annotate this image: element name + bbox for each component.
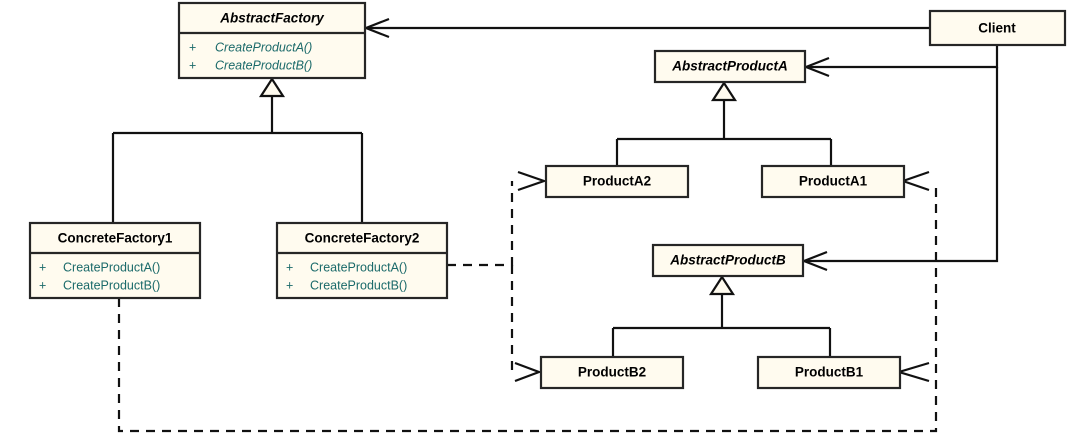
class-box-concrete-factory-2[interactable] bbox=[275, 221, 449, 300]
class-title-product-b2: ProductB2 bbox=[578, 365, 646, 380]
generalization-concrete-factories bbox=[111, 76, 364, 223]
class-title-abstract-product-a: AbstractProductA bbox=[671, 59, 788, 74]
class-box-product-b2[interactable] bbox=[539, 355, 685, 390]
generalization-product-b bbox=[611, 274, 832, 357]
class-box-concrete-factory-1[interactable] bbox=[28, 221, 202, 300]
class-title-product-a1: ProductA1 bbox=[799, 174, 868, 189]
dep-arrowhead-product-a1 bbox=[899, 170, 930, 192]
class-product-a1[interactable]: ProductA1 bbox=[760, 164, 906, 199]
dep-line-concrete-factory-2-product-a2 bbox=[447, 181, 514, 267]
operation-concrete-factory-2-create-product-a: CreateProductA() bbox=[310, 260, 407, 274]
assoc-line-client-abstract-product-a bbox=[808, 45, 999, 69]
class-title-concrete-factory-2: ConcreteFactory2 bbox=[305, 231, 420, 246]
visibility-concrete-factory-1-op-0: + bbox=[39, 260, 46, 274]
generalization-triangle-abstract-factory bbox=[258, 76, 286, 98]
association-client-abstract-product-a bbox=[802, 45, 999, 78]
generalization-product-a bbox=[615, 80, 833, 166]
operation-concrete-factory-2-create-product-b: CreateProductB() bbox=[310, 278, 407, 292]
class-abstract-factory[interactable]: AbstractFactory + CreateProductA() + Cre… bbox=[177, 1, 367, 80]
class-box-product-a2[interactable] bbox=[544, 164, 690, 199]
visibility-concrete-factory-2-op-1: + bbox=[286, 278, 293, 292]
visibility-abstract-factory-op-0: + bbox=[189, 40, 196, 54]
operation-concrete-factory-1-create-product-a: CreateProductA() bbox=[63, 260, 160, 274]
visibility-concrete-factory-1-op-1: + bbox=[39, 278, 46, 292]
class-box-product-a1[interactable] bbox=[760, 164, 906, 199]
visibility-abstract-factory-op-1: + bbox=[189, 58, 196, 72]
edge-layer bbox=[111, 17, 999, 433]
dep-arrowhead-product-a2 bbox=[517, 170, 548, 192]
dependency-concrete-factory-2-products bbox=[447, 170, 548, 383]
class-title-client: Client bbox=[978, 21, 1016, 36]
class-concrete-factory-2[interactable]: ConcreteFactory2 + CreateProductA() + Cr… bbox=[275, 221, 449, 300]
dep-line-concrete-factory-1-products bbox=[117, 181, 938, 433]
class-box-abstract-factory[interactable] bbox=[177, 1, 367, 80]
class-title-product-a2: ProductA2 bbox=[583, 174, 651, 189]
association-client-abstract-factory bbox=[362, 17, 930, 39]
class-title-abstract-factory: AbstractFactory bbox=[219, 11, 325, 26]
dep-arrowhead-product-b2 bbox=[514, 361, 543, 383]
class-product-a2[interactable]: ProductA2 bbox=[544, 164, 690, 199]
operation-abstract-factory-create-product-b: CreateProductB() bbox=[215, 58, 312, 72]
class-box-abstract-product-a[interactable] bbox=[653, 49, 807, 84]
class-title-concrete-factory-1: ConcreteFactory1 bbox=[58, 231, 173, 246]
class-box-client[interactable] bbox=[928, 9, 1067, 47]
operation-abstract-factory-create-product-a: CreateProductA() bbox=[215, 40, 312, 54]
class-concrete-factory-1[interactable]: ConcreteFactory1 + CreateProductA() + Cr… bbox=[28, 221, 202, 300]
generalization-triangle-abstract-product-a bbox=[710, 80, 738, 102]
dependency-concrete-factory-1-products bbox=[117, 170, 938, 433]
visibility-concrete-factory-2-op-0: + bbox=[286, 260, 293, 274]
operation-concrete-factory-1-create-product-b: CreateProductB() bbox=[63, 278, 160, 292]
generalization-triangle-abstract-product-b bbox=[708, 274, 736, 296]
class-product-b1[interactable]: ProductB1 bbox=[756, 355, 902, 390]
class-title-product-b1: ProductB1 bbox=[795, 365, 864, 380]
class-title-abstract-product-b: AbstractProductB bbox=[669, 253, 786, 268]
class-box-product-b1[interactable] bbox=[756, 355, 902, 390]
class-client[interactable]: Client bbox=[928, 9, 1067, 47]
class-abstract-product-b[interactable]: AbstractProductB bbox=[651, 243, 805, 278]
class-box-abstract-product-b[interactable] bbox=[651, 243, 805, 278]
assoc-line-client-abstract-product-b bbox=[806, 67, 999, 263]
class-product-b2[interactable]: ProductB2 bbox=[539, 355, 685, 390]
class-abstract-product-a[interactable]: AbstractProductA bbox=[653, 49, 807, 84]
dep-arrowhead-product-b1 bbox=[895, 361, 930, 383]
